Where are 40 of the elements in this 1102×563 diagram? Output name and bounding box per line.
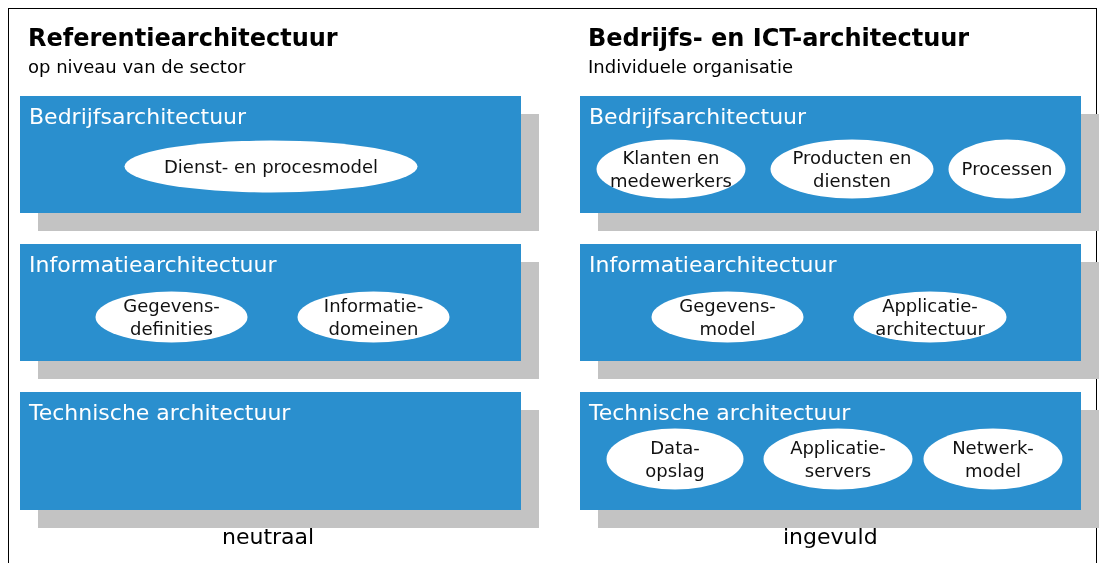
component-label: Gegevens-model [678, 293, 777, 341]
component-ellipse [923, 428, 1063, 490]
component-ellipse [948, 139, 1066, 199]
component-ellipse [95, 291, 248, 343]
component-ellipse [770, 139, 934, 199]
section-subtitle: op niveau van de sector [28, 56, 246, 77]
component-label: Applicatie-servers [789, 435, 887, 483]
section-heading: Referentiearchitectuur [28, 24, 338, 52]
component-label: Informatie-domeinen [322, 293, 425, 341]
component-ellipse [596, 139, 746, 199]
component-ellipse [763, 428, 913, 490]
panel-title: Informatiearchitectuur [29, 252, 277, 277]
column-caption: neutraal [222, 524, 315, 549]
panel-title: Bedrijfsarchitectuur [589, 104, 807, 129]
layer-panel [580, 392, 1081, 510]
component-label: Klanten en medewerkers [609, 145, 733, 193]
panel-title: Technische architectuur [589, 400, 851, 425]
component-ellipse [297, 291, 450, 343]
panel-title: Bedrijfsarchitectuur [29, 104, 247, 129]
layer-panel [580, 96, 1081, 213]
component-label: Applicatie-architectuur [874, 293, 986, 341]
section-subtitle: Individuele organisatie [588, 56, 793, 77]
component-label: Data-opslag [644, 435, 706, 483]
component-ellipse [124, 140, 418, 193]
component-ellipse [853, 291, 1007, 343]
component-label: Netwerk-model [951, 435, 1035, 483]
layer-panel [20, 96, 521, 213]
component-label: Dienst- en procesmodel [162, 154, 379, 179]
layer-panel [20, 244, 521, 361]
panel-title: Informatiearchitectuur [589, 252, 837, 277]
section-heading: Bedrijfs- en ICT-architectuur [588, 24, 970, 52]
component-label: Processen [960, 157, 1054, 181]
layer-panel [20, 392, 521, 510]
component-ellipse [651, 291, 804, 343]
component-label: Gegevens-definities [122, 293, 221, 341]
component-label: Producten en diensten [791, 145, 913, 193]
panel-title: Technische architectuur [29, 400, 291, 425]
component-ellipse [606, 428, 744, 490]
layer-panel [580, 244, 1081, 361]
column-caption: ingevuld [783, 524, 878, 549]
